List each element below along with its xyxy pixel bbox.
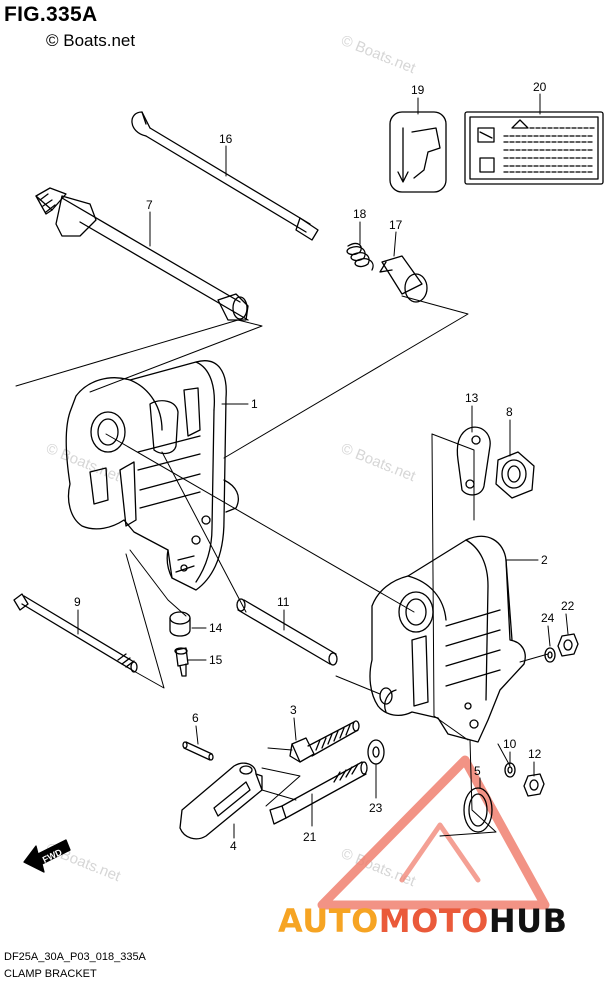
callout-17: 17 [389, 218, 403, 232]
automotohub-logo: AUTOMOTOHUB [278, 902, 568, 940]
callout-8: 8 [506, 405, 513, 419]
guide-lines [15, 295, 549, 837]
part-19-label [389, 111, 447, 193]
part-1-bracket [65, 360, 239, 591]
callout-13: 13 [465, 391, 479, 405]
part-20-label [464, 111, 604, 185]
callout-3: 3 [290, 703, 297, 717]
part-17-collar [379, 255, 428, 303]
part-8-nut [495, 451, 535, 499]
callout-23: 23 [369, 801, 383, 815]
callout-9: 9 [74, 595, 81, 609]
part-4-arm [179, 762, 263, 840]
logo-auto: AUTO [278, 902, 379, 940]
callout-14: 14 [209, 621, 223, 635]
callout-10: 10 [503, 737, 517, 751]
figure-code: DF25A_30A_P03_018_335A [4, 951, 146, 963]
logo-triangle [317, 755, 550, 910]
part-6-pin [182, 741, 214, 761]
part-23-washer [367, 739, 385, 765]
callout-6: 6 [192, 711, 199, 725]
callout-19: 19 [411, 83, 425, 97]
part-16-rod [131, 111, 319, 241]
fwd-arrow [23, 839, 71, 873]
logo-triangle-inner [399, 822, 481, 883]
callout-16: 16 [219, 132, 233, 146]
callout-15: 15 [209, 653, 223, 667]
part-2-bracket [369, 535, 526, 743]
part-21-bolt [269, 761, 368, 825]
part-12-nut [523, 773, 545, 797]
callout-5: 5 [474, 764, 481, 778]
callout-22: 22 [561, 599, 575, 613]
callout-11: 11 [277, 595, 290, 609]
copyright-notice: © Boats.net [46, 31, 136, 50]
part-3-stud [289, 720, 360, 763]
callout-numbers: 19 20 16 7 18 17 1 13 8 2 9 11 22 24 14 … [74, 80, 575, 853]
logo-hub: HUB [488, 902, 568, 940]
figure-caption: CLAMP BRACKET [4, 968, 97, 980]
part-22-nut [557, 633, 579, 657]
callout-21: 21 [303, 830, 317, 844]
part-24-washer [544, 647, 556, 663]
part-5-disc [463, 787, 493, 833]
part-15-bolt [174, 647, 189, 677]
callout-20: 20 [533, 80, 547, 94]
part-18-spring [346, 242, 374, 271]
callout-2: 2 [541, 553, 548, 567]
callout-24: 24 [541, 611, 555, 625]
figure-title: FIG.335A [4, 3, 98, 26]
callout-4: 4 [230, 839, 237, 853]
callout-18: 18 [353, 207, 367, 221]
logo-moto: MOTO [378, 902, 489, 940]
part-9-bolt [13, 593, 138, 673]
callout-7: 7 [146, 198, 153, 212]
callout-1: 1 [251, 397, 258, 411]
part-14-spacer [169, 611, 191, 637]
leader-lines [77, 93, 569, 839]
part-11-tube [236, 598, 338, 666]
callout-12: 12 [528, 747, 542, 761]
part-7-tube [35, 187, 249, 321]
